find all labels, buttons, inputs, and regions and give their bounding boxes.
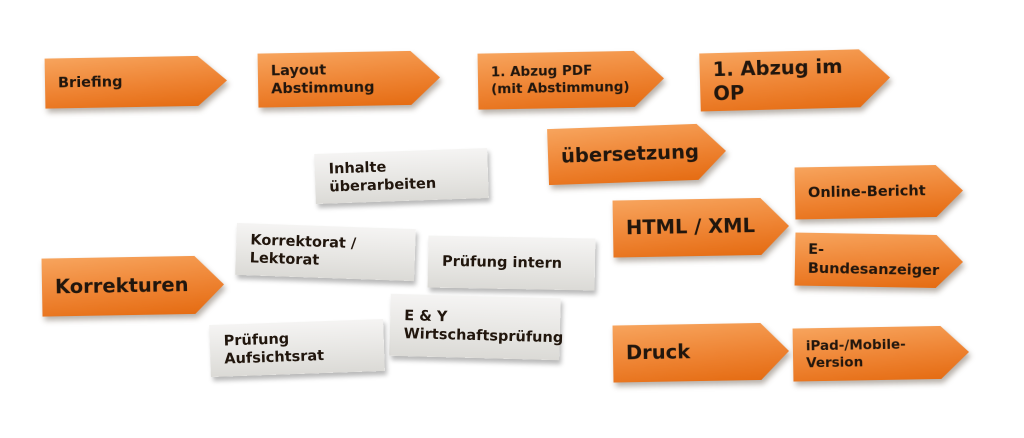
flow-step-html-xml: HTML / XML bbox=[613, 197, 790, 257]
flow-step-druck: Druck bbox=[613, 322, 790, 382]
flow-step-label: Online-Bericht bbox=[807, 183, 926, 202]
flow-step-uebersetzung: übersetzung bbox=[547, 123, 727, 185]
note-korrektorat-lektorat: Korrektorat / Lektorat bbox=[235, 222, 416, 282]
note-label: Inhalte überarbeiten bbox=[328, 159, 437, 196]
note-label: Prüfung intern bbox=[441, 253, 563, 272]
flow-step-label: übersetzung bbox=[560, 139, 700, 168]
flow-step-e-bundesanzeiger: E-Bundesanzeiger bbox=[795, 233, 964, 289]
note-inhalte-ueberarbeiten: Inhalte überarbeiten bbox=[314, 147, 489, 205]
flow-step-label: Briefing bbox=[57, 74, 123, 92]
flow-step-label: Druck bbox=[625, 340, 691, 365]
flow-step-label: 1. Abzug im OP bbox=[712, 54, 843, 106]
flow-step-abzug-op: 1. Abzug im OP bbox=[699, 49, 890, 112]
flow-step-ipad-mobile: iPad-/Mobile-Version bbox=[793, 325, 970, 381]
flow-step-abzug-pdf: 1. Abzug PDF (mit Abstimmung) bbox=[478, 50, 665, 109]
note-pruefung-aufsichtsrat: Prüfung Aufsichtsrat bbox=[209, 318, 385, 378]
note-label: E & Y Wirtschaftsprüfung bbox=[403, 308, 564, 347]
flow-step-label: HTML / XML bbox=[625, 214, 756, 240]
flow-step-label: Korrekturen bbox=[54, 272, 189, 299]
flow-step-briefing: Briefing bbox=[45, 55, 228, 108]
flow-step-korrekturen: Korrekturen bbox=[42, 255, 225, 316]
flow-step-label: Layout Abstimmung bbox=[270, 62, 375, 98]
note-label: Korrektorat / Lektorat bbox=[249, 232, 357, 269]
flow-step-label: iPad-/Mobile-Version bbox=[805, 336, 906, 371]
note-pruefung-intern: Prüfung intern bbox=[427, 235, 596, 291]
flow-step-label: E-Bundesanzeiger bbox=[807, 242, 940, 279]
note-ey-wirtschaftspruefung: E & Y Wirtschaftsprüfung bbox=[389, 293, 563, 361]
flow-step-layout-abstimmung: Layout Abstimmung bbox=[258, 50, 441, 107]
note-label: Prüfung Aufsichtsrat bbox=[223, 331, 325, 368]
flow-step-label: 1. Abzug PDF (mit Abstimmung) bbox=[490, 62, 630, 98]
flow-step-online-bericht: Online-Bericht bbox=[795, 165, 964, 220]
